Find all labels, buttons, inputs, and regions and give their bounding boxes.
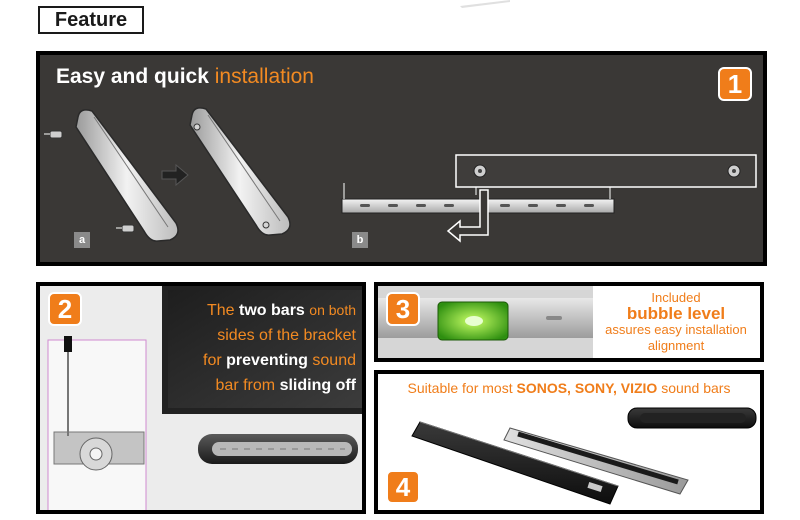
step-label-a: a [74,232,90,248]
panel-installation: Easy and quick installation 1 [36,51,767,266]
bar-a [44,109,179,242]
corner-decoration [460,0,510,8]
panel-two-bars: 2 The two bars on both sides of the brac… [36,282,366,514]
p2-line2: sides of the bracket [217,327,356,344]
p4-brands: SONOS, SONY, VIZIO [516,380,658,396]
p2-line1-accent: The [207,302,235,319]
side-bar-illustration [44,107,757,243]
p4-prefix: Suitable for most [407,380,513,396]
arrow-down-left-icon [446,189,489,243]
p3-line1: Included [651,290,701,305]
panel-compatibility: Suitable for most SONOS, SONY, VIZIO sou… [374,370,764,514]
p2-line1-rest: on both [309,302,356,318]
step-badge-2: 2 [48,292,82,326]
p2-line4-bold: sliding off [279,377,356,394]
p2-line3-accent: for [203,352,222,369]
p3-line3: assures easy installation [605,322,747,337]
p2-line1-bold: two bars [239,302,305,319]
p4-suffix: sound bars [661,380,731,396]
step-badge-4: 4 [386,470,420,504]
panel1-title-main: Easy and quick [56,65,209,88]
soundbar-vizio [627,407,757,429]
panel-bubble-level: 3 Included bubble level assures easy ins… [374,282,764,362]
panel1-title-accent: installation [214,65,314,88]
step-label-b: b [352,232,368,248]
p2-line4-accent: bar from [215,377,276,394]
soundbar-sony [503,427,689,495]
tv-bracket-photo [40,286,362,510]
soundbars-photo [411,407,757,505]
arrow-right-icon [161,163,189,187]
p3-line4: alignment [647,338,705,353]
bar-b [189,107,291,236]
panel2-description: The two bars on both sides of the bracke… [176,298,356,398]
p2-line3-rest: sound [312,352,356,369]
step-badge-3: 3 [386,292,420,326]
step-badge-1: 1 [718,67,752,101]
p3-line2: bubble level [626,304,726,323]
panel4-description: Suitable for most SONOS, SONY, VIZIO sou… [378,380,760,396]
mounting-rail [455,154,757,195]
bracket [341,183,615,214]
p2-line3-bold: preventing [226,352,308,369]
panel1-title: Easy and quick installation [56,65,314,89]
feature-title: Feature [38,6,144,34]
soundbar-sonos [411,421,619,505]
panel3-description: Included bubble level assures easy insta… [588,290,760,354]
